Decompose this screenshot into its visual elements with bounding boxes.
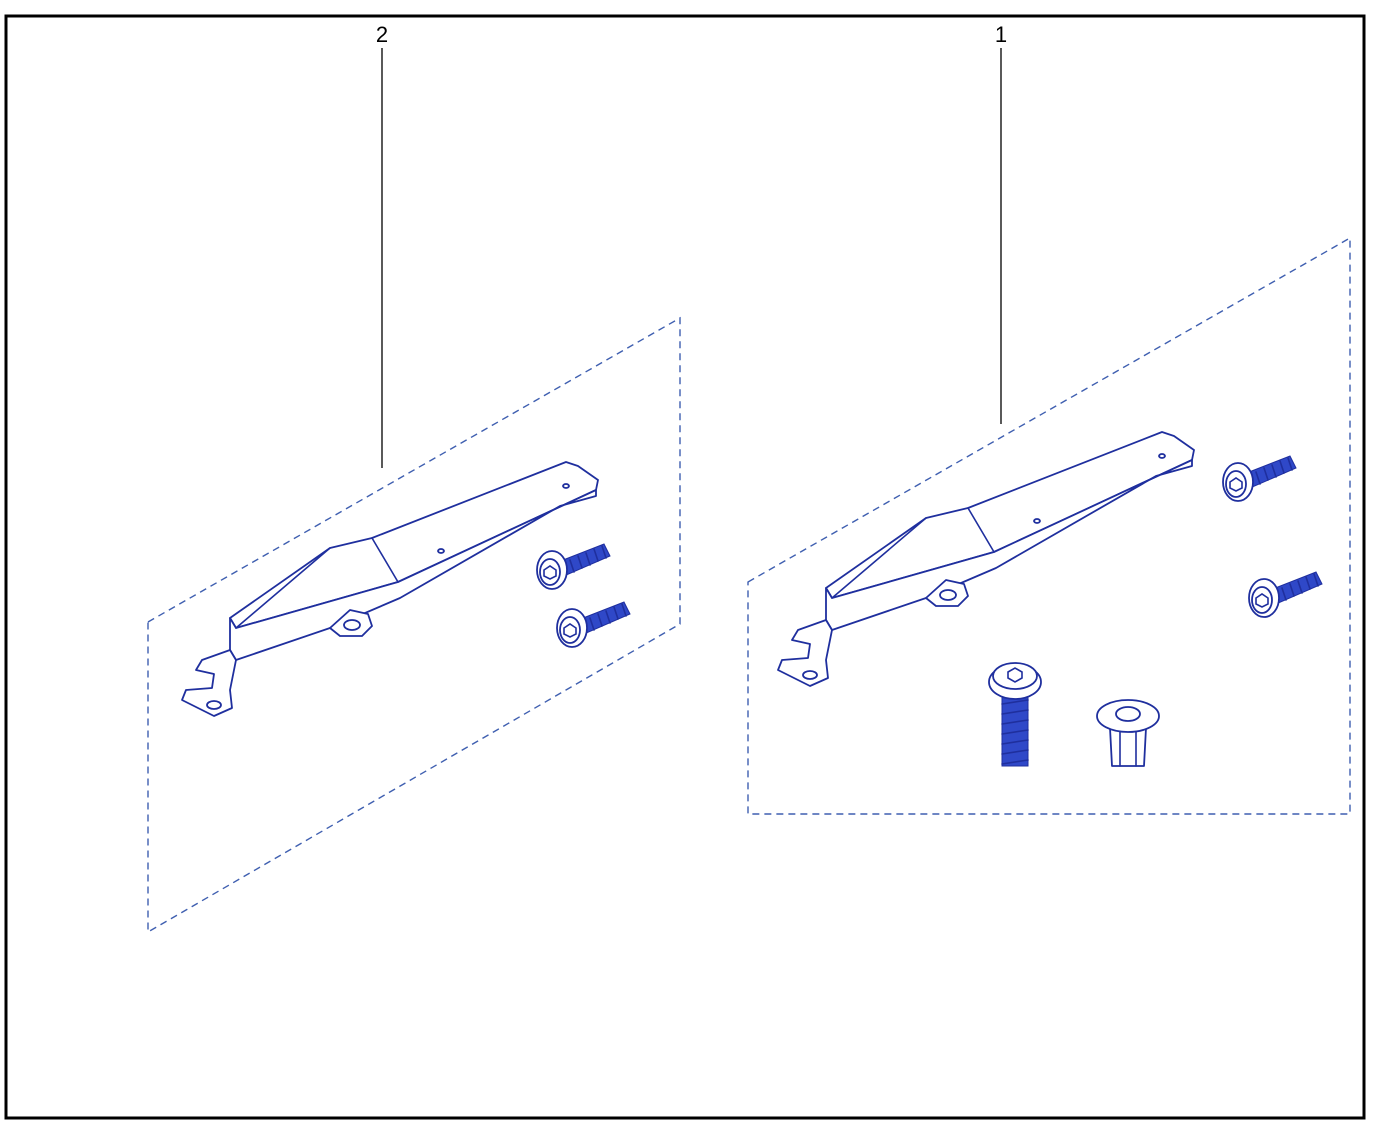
callout-1-label-text: 1 [995, 22, 1007, 47]
group-1-bracket [777, 431, 1195, 687]
group-2-screw-upper [536, 543, 611, 590]
group-2-bracket [181, 461, 599, 717]
group-1-screw-middle [1248, 571, 1323, 618]
group-1-vertical-screw [988, 662, 1042, 767]
callout-2-label: 2 [376, 22, 388, 47]
drawing-frame [4, 14, 1366, 1120]
group-2-dashed-boundary [147, 316, 681, 934]
group-1-clip-nut [1096, 699, 1160, 767]
group-2-screw-lower [556, 601, 631, 648]
group-1-dashed-boundary [747, 236, 1351, 815]
group-1-screw-upper [1222, 455, 1297, 502]
